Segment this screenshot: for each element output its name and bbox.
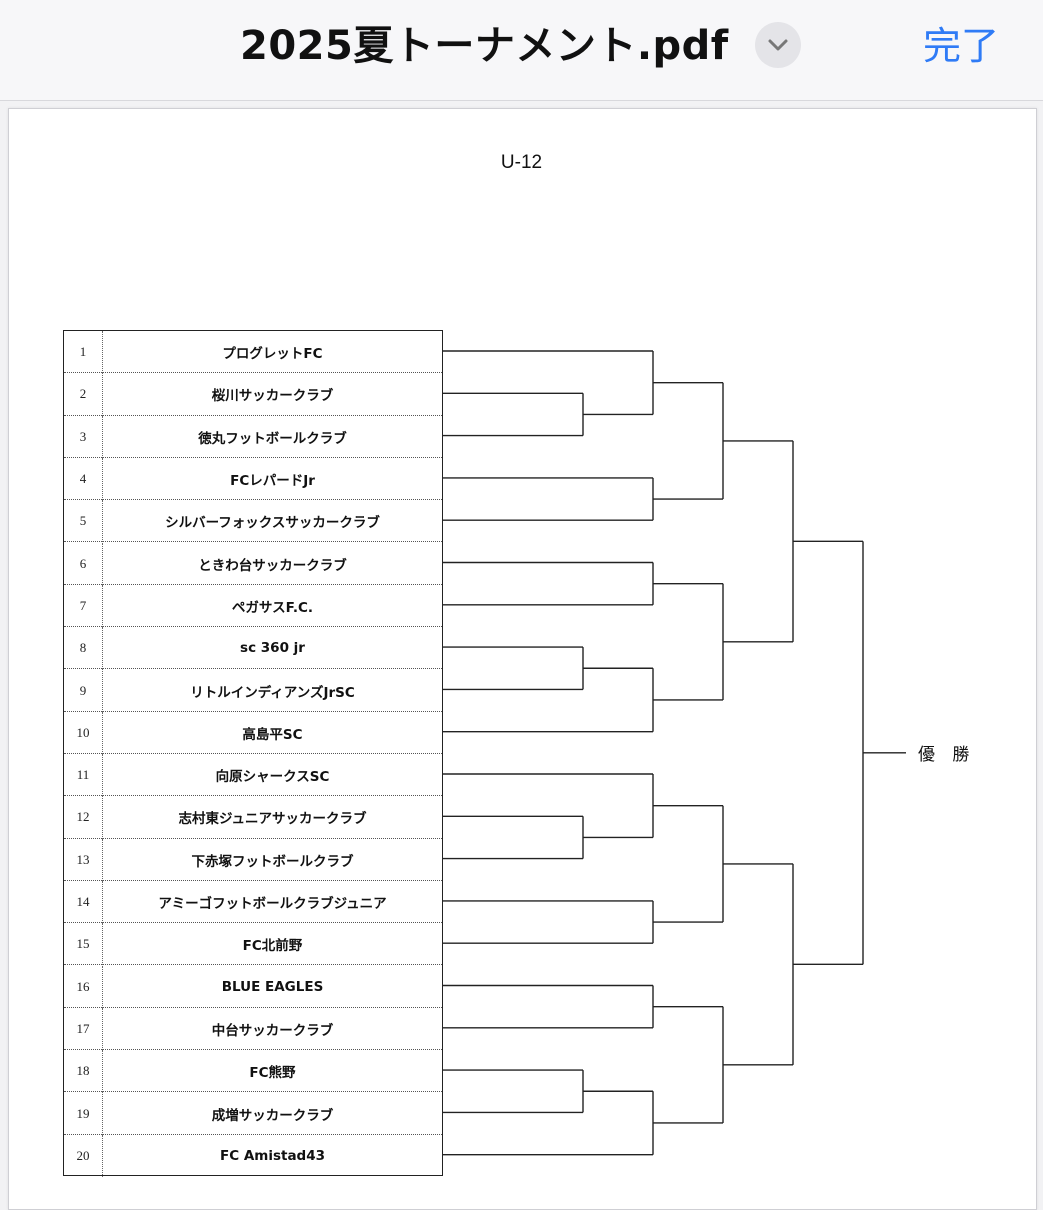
team-row: 13 下赤塚フットボールクラブ <box>64 838 442 881</box>
title-menu-button[interactable] <box>755 22 801 68</box>
team-number: 7 <box>64 584 103 628</box>
pdf-page[interactable] <box>8 108 1037 1210</box>
team-row: 7 ペガサスF.C. <box>64 584 442 628</box>
team-name: FC北前野 <box>242 938 303 955</box>
row-divider <box>64 879 442 881</box>
team-row: 2 桜川サッカークラブ <box>64 373 442 416</box>
team-row: 9 リトルインディアンズJrSC <box>64 669 442 712</box>
team-row: 3 徳丸フットボールクラブ <box>64 415 442 458</box>
row-divider <box>64 499 442 501</box>
row-divider <box>64 837 442 839</box>
row-divider <box>64 668 442 670</box>
team-row: 8 sc 360 jr <box>64 627 442 670</box>
team-name: 桜川サッカークラブ <box>211 388 334 405</box>
team-name: 徳丸フットボールクラブ <box>198 430 347 447</box>
team-row: 10 高島平SC <box>64 711 442 754</box>
team-name: 成増サッカークラブ <box>211 1107 334 1124</box>
done-button[interactable]: 完了 <box>922 24 999 68</box>
team-name: 志村東ジュニアサッカークラブ <box>178 811 367 828</box>
champion-label: 優 勝 <box>918 745 976 765</box>
document-title[interactable]: 2025夏トーナメント.pdf <box>240 23 729 69</box>
team-name: ときわ台サッカークラブ <box>198 557 347 574</box>
team-name: 下赤塚フットボールクラブ <box>191 853 354 870</box>
team-number: 15 <box>64 923 103 966</box>
chevron-down-icon <box>768 39 788 51</box>
team-row: 4 FCレパードJr <box>64 457 442 501</box>
team-number: 14 <box>64 880 103 924</box>
row-divider <box>64 1049 442 1051</box>
team-row: 6 ときわ台サッカークラブ <box>64 542 442 585</box>
team-name: 高島平SC <box>242 726 303 743</box>
team-name: FC熊野 <box>249 1065 296 1082</box>
team-name: 中台サッカークラブ <box>211 1022 334 1039</box>
team-row: 1 プログレットFC <box>64 331 442 374</box>
row-divider <box>64 1091 442 1093</box>
team-row: 14 アミーゴフットボールクラブジュニア <box>64 880 442 924</box>
team-name: 向原シャークスSC <box>215 769 330 786</box>
team-number: 10 <box>64 711 103 754</box>
team-number: 19 <box>64 1092 103 1135</box>
category-heading: U-12 <box>500 152 543 173</box>
row-divider <box>64 456 442 458</box>
team-number: 3 <box>64 415 103 458</box>
team-name: ペガサスF.C. <box>231 599 314 616</box>
row-divider <box>64 626 442 628</box>
team-name: シルバーフォックスサッカークラブ <box>165 515 380 532</box>
team-number: 11 <box>64 754 103 797</box>
team-number: 5 <box>64 500 103 543</box>
team-number: 4 <box>64 457 103 501</box>
team-row: 5 シルバーフォックスサッカークラブ <box>64 500 442 543</box>
team-number: 8 <box>64 627 103 670</box>
team-row: 17 中台サッカークラブ <box>64 1007 442 1051</box>
team-number: 20 <box>64 1134 103 1177</box>
row-divider <box>64 583 442 585</box>
team-row: 12 志村東ジュニアサッカークラブ <box>64 796 442 839</box>
row-divider <box>64 795 442 797</box>
team-number: 2 <box>64 373 103 416</box>
team-name: sc 360 jr <box>240 640 305 657</box>
team-row: 15 FC北前野 <box>64 923 442 966</box>
team-number: 1 <box>64 331 103 374</box>
team-row: 19 成増サッカークラブ <box>64 1092 442 1135</box>
team-name: アミーゴフットボールクラブジュニア <box>158 896 387 913</box>
row-divider <box>64 922 442 924</box>
row-divider <box>64 710 442 712</box>
team-number: 6 <box>64 542 103 585</box>
row-divider <box>64 964 442 966</box>
row-divider <box>64 541 442 543</box>
row-divider <box>64 752 442 754</box>
toolbar: 2025夏トーナメント.pdf 完了 <box>0 0 1043 101</box>
team-number: 16 <box>64 965 103 1008</box>
row-divider <box>64 1006 442 1008</box>
row-divider <box>64 1133 442 1135</box>
row-divider <box>64 372 442 374</box>
team-number: 17 <box>64 1007 103 1051</box>
team-name: リトルインディアンズJrSC <box>190 684 355 701</box>
row-divider <box>64 414 442 416</box>
team-row: 11 向原シャークスSC <box>64 754 442 797</box>
team-number: 9 <box>64 669 103 712</box>
team-row: 18 FC熊野 <box>64 1050 442 1093</box>
team-name: BLUE EAGLES <box>221 978 324 995</box>
team-name: FCレパードJr <box>230 473 315 490</box>
team-table: 1 プログレットFC 2 桜川サッカークラブ 3 徳丸フットボールクラブ 4 FCレパードJr… <box>63 330 443 1177</box>
team-name: プログレットFC <box>222 346 323 363</box>
team-name: FC Amistad43 <box>219 1147 326 1164</box>
team-row: 16 BLUE EAGLES <box>64 965 442 1008</box>
team-number: 13 <box>64 838 103 881</box>
team-number: 18 <box>64 1050 103 1093</box>
team-number: 12 <box>64 796 103 839</box>
team-row: 20 FC Amistad43 <box>64 1134 442 1177</box>
